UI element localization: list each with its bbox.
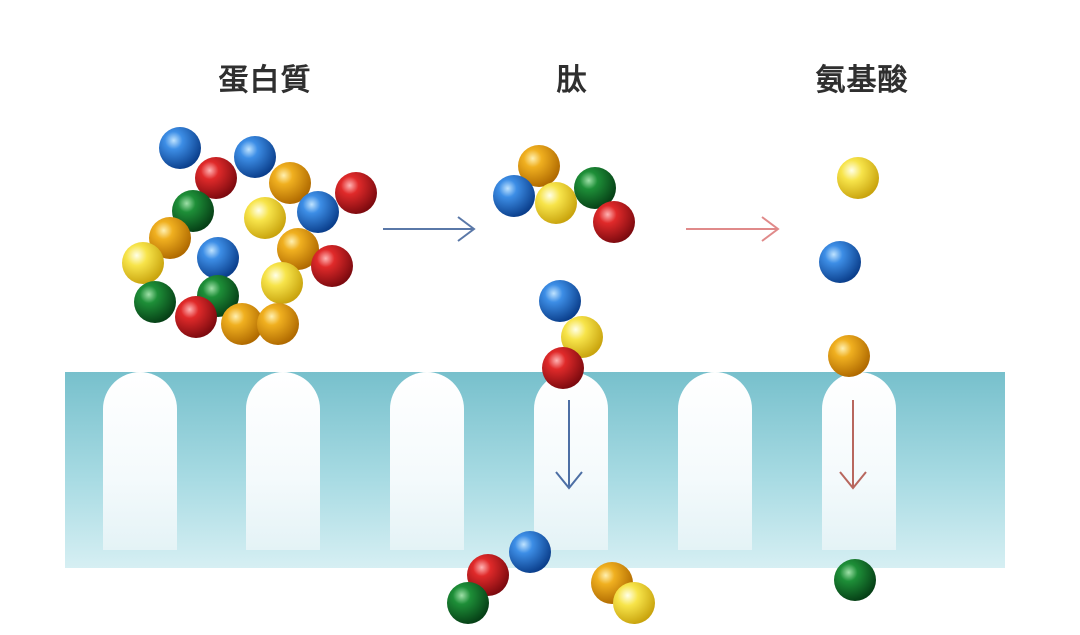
blue-molecule	[493, 175, 535, 217]
green-molecule	[574, 167, 616, 209]
blue-molecule	[159, 127, 201, 169]
orange-molecule	[221, 303, 263, 345]
intestinal-membrane	[65, 372, 1005, 568]
red-molecule	[593, 201, 635, 243]
arrow-right-icon	[686, 216, 780, 242]
arrow-down-icon	[555, 400, 583, 490]
red-molecule	[335, 172, 377, 214]
yellow-molecule	[561, 316, 603, 358]
orange-molecule	[149, 217, 191, 259]
villus	[822, 372, 896, 550]
yellow-molecule	[261, 262, 303, 304]
green-molecule	[834, 559, 876, 601]
blue-molecule	[819, 241, 861, 283]
orange-molecule	[257, 303, 299, 345]
orange-molecule	[269, 162, 311, 204]
red-molecule	[542, 347, 584, 389]
villi-group	[103, 372, 896, 550]
yellow-molecule	[122, 242, 164, 284]
green-molecule	[134, 281, 176, 323]
arrow-down-icon	[839, 400, 867, 490]
blue-molecule	[234, 136, 276, 178]
blue-molecule	[539, 280, 581, 322]
villus	[103, 372, 177, 550]
orange-molecule	[277, 228, 319, 270]
yellow-molecule	[613, 582, 655, 624]
orange-molecule	[518, 145, 560, 187]
green-molecule	[447, 582, 489, 624]
molecules	[122, 127, 879, 624]
yellow-molecule	[535, 182, 577, 224]
orange-molecule	[828, 335, 870, 377]
blue-molecule	[197, 237, 239, 279]
yellow-molecule	[244, 197, 286, 239]
arrow-right-icon	[383, 216, 476, 242]
villus	[246, 372, 320, 550]
blue-molecule	[297, 191, 339, 233]
blue-molecule	[509, 531, 551, 573]
peptide-label: 肽	[556, 63, 588, 98]
yellow-molecule	[837, 157, 879, 199]
red-molecule	[195, 157, 237, 199]
red-molecule	[311, 245, 353, 287]
villus	[678, 372, 752, 550]
villus	[534, 372, 608, 550]
protein-label: 蛋白質	[218, 63, 312, 98]
villus	[390, 372, 464, 550]
amino-acid-label: 氨基酸	[815, 63, 909, 98]
red-molecule	[175, 296, 217, 338]
